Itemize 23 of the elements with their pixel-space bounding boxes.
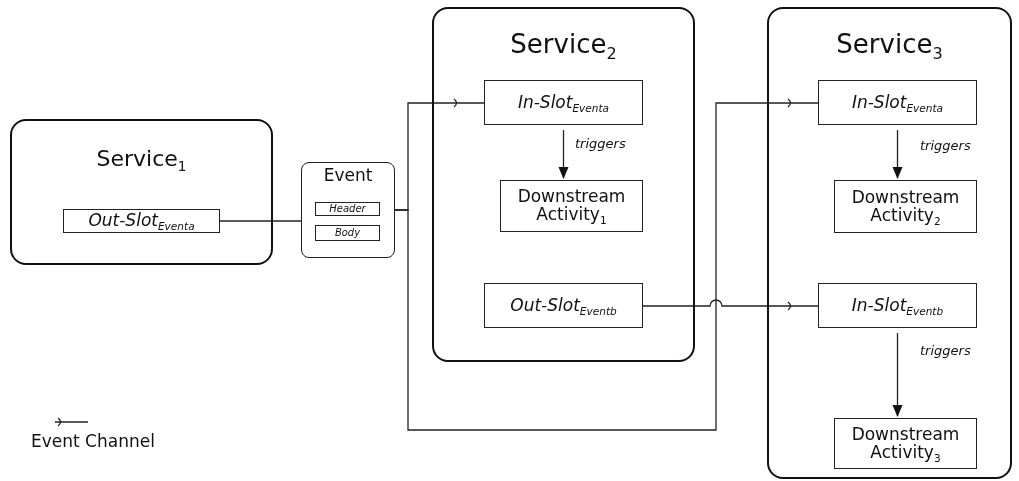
field-box: Body xyxy=(315,225,380,241)
edge-label: triggers xyxy=(920,343,971,358)
event-title: Event xyxy=(322,167,374,185)
arrow xyxy=(892,129,903,179)
activity-box: Downstream Activity$_{3}$ xyxy=(834,418,977,469)
arrow xyxy=(892,332,903,417)
event-channel-line xyxy=(394,98,819,431)
service-container xyxy=(432,7,695,362)
legend-label: Event Channel xyxy=(31,431,155,451)
edge-label: triggers xyxy=(920,138,971,153)
edge-label: triggers xyxy=(575,136,626,151)
event-card xyxy=(301,162,395,258)
service-title: Service$_{2}$ xyxy=(509,31,618,59)
activity-box: Downstream Activity$_{2}$ xyxy=(834,180,977,233)
service-container xyxy=(10,119,273,265)
event-channel-line xyxy=(642,299,819,311)
service-title: Service$_{1}$ xyxy=(95,147,188,171)
field-box: Header xyxy=(315,202,380,216)
service-container xyxy=(767,7,1012,479)
arrow xyxy=(558,129,569,179)
activity-box: Downstream Activity$_{1}$ xyxy=(500,180,643,232)
connector-line xyxy=(219,220,302,222)
service-title: Service$_{3}$ xyxy=(835,31,944,59)
